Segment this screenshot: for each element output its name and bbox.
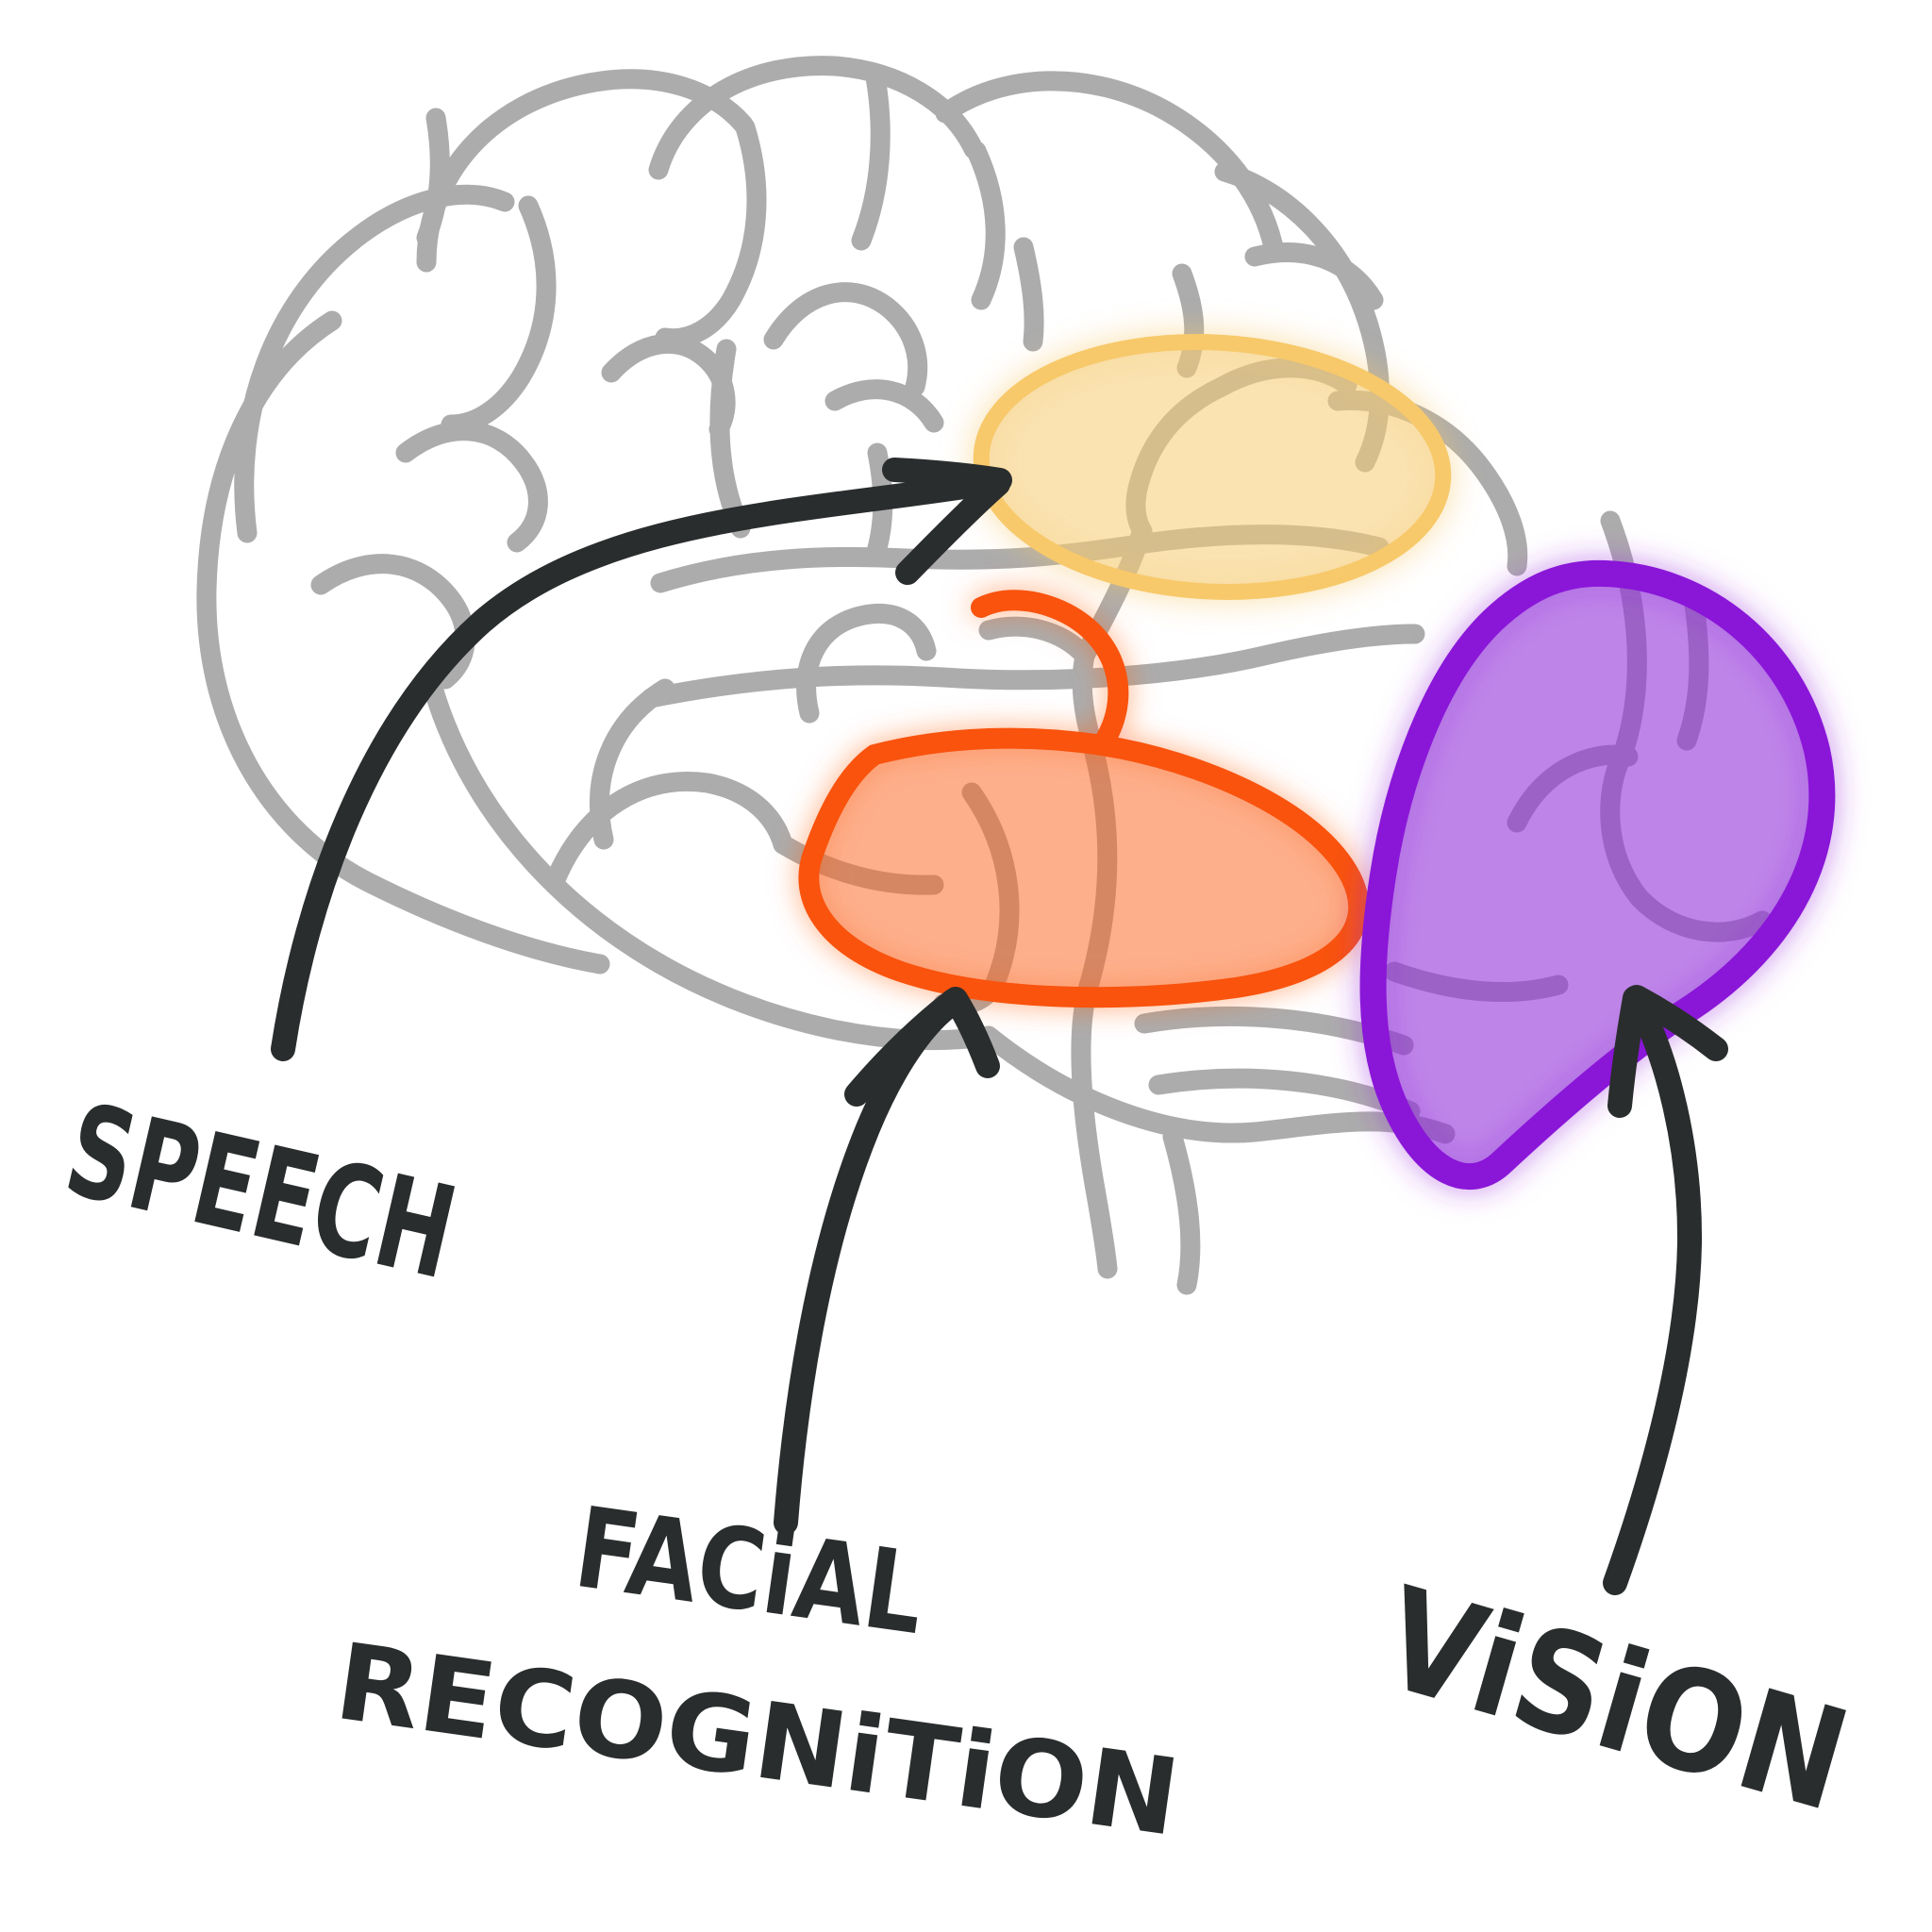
speech-label: SPEECH	[54, 1075, 469, 1307]
vision-arrowhead-barb	[1607, 986, 1647, 1118]
brain-stroke	[655, 117, 767, 349]
brain-stroke	[824, 379, 944, 433]
speech-region	[973, 334, 1452, 600]
brain-stroke	[419, 664, 1456, 1144]
vision-arrow-shaft	[1603, 986, 1703, 1595]
brain-stroke	[441, 195, 557, 435]
brain-stroke	[234, 184, 515, 543]
brain-stroke	[648, 56, 984, 180]
speech-arrowhead-barb	[895, 472, 1010, 585]
facial-recognition-arrow	[774, 987, 1000, 1535]
speech-region-fill	[981, 341, 1443, 592]
brain-stroke	[966, 141, 1006, 310]
vision-arrowhead-barb	[1624, 985, 1728, 1061]
brain-stroke	[641, 624, 1425, 708]
brain-stroke	[395, 421, 548, 553]
brain-stroke	[851, 67, 891, 251]
vision-label: ViSiON	[1366, 1557, 1864, 1842]
brain-stroke	[1013, 237, 1044, 352]
facial-arrowhead-barb	[844, 989, 965, 1107]
brain-stroke	[978, 616, 1095, 666]
brain-stroke	[416, 108, 450, 248]
brain-stroke	[796, 604, 937, 724]
vision-region-fill	[1373, 573, 1823, 1177]
speech-arrow-shaft	[271, 471, 1001, 1061]
annotation-arrows	[271, 458, 1728, 1595]
vision-region-outline	[1359, 559, 1836, 1191]
brain-stroke	[1244, 242, 1384, 310]
facial-recognition-region	[798, 590, 1370, 1008]
speech-arrowhead-barb	[882, 458, 1012, 492]
facial-arrowhead-barb	[943, 987, 1000, 1078]
brain-stroke	[601, 333, 736, 440]
brain-stroke	[763, 282, 928, 397]
facial-recognition-label-line2: RECOGNiTiON	[328, 1621, 1186, 1860]
speech-region-outline	[973, 334, 1452, 600]
vision-arrow	[1603, 985, 1728, 1595]
facial-recognition-label-line1: FACiAL	[568, 1482, 932, 1659]
speech-arrow	[271, 458, 1012, 1061]
brain-stroke	[546, 772, 793, 888]
facial-region-fill	[808, 738, 1359, 998]
brain-stroke	[935, 71, 1284, 258]
labels: SPEECH FACiAL RECOGNiTiON ViSiON	[54, 1075, 1865, 1860]
vision-region	[1359, 559, 1836, 1191]
facial-region-overshoot-stroke	[971, 590, 1129, 756]
brain-stroke	[1148, 1068, 1421, 1122]
brain-stroke	[1162, 1126, 1201, 1295]
